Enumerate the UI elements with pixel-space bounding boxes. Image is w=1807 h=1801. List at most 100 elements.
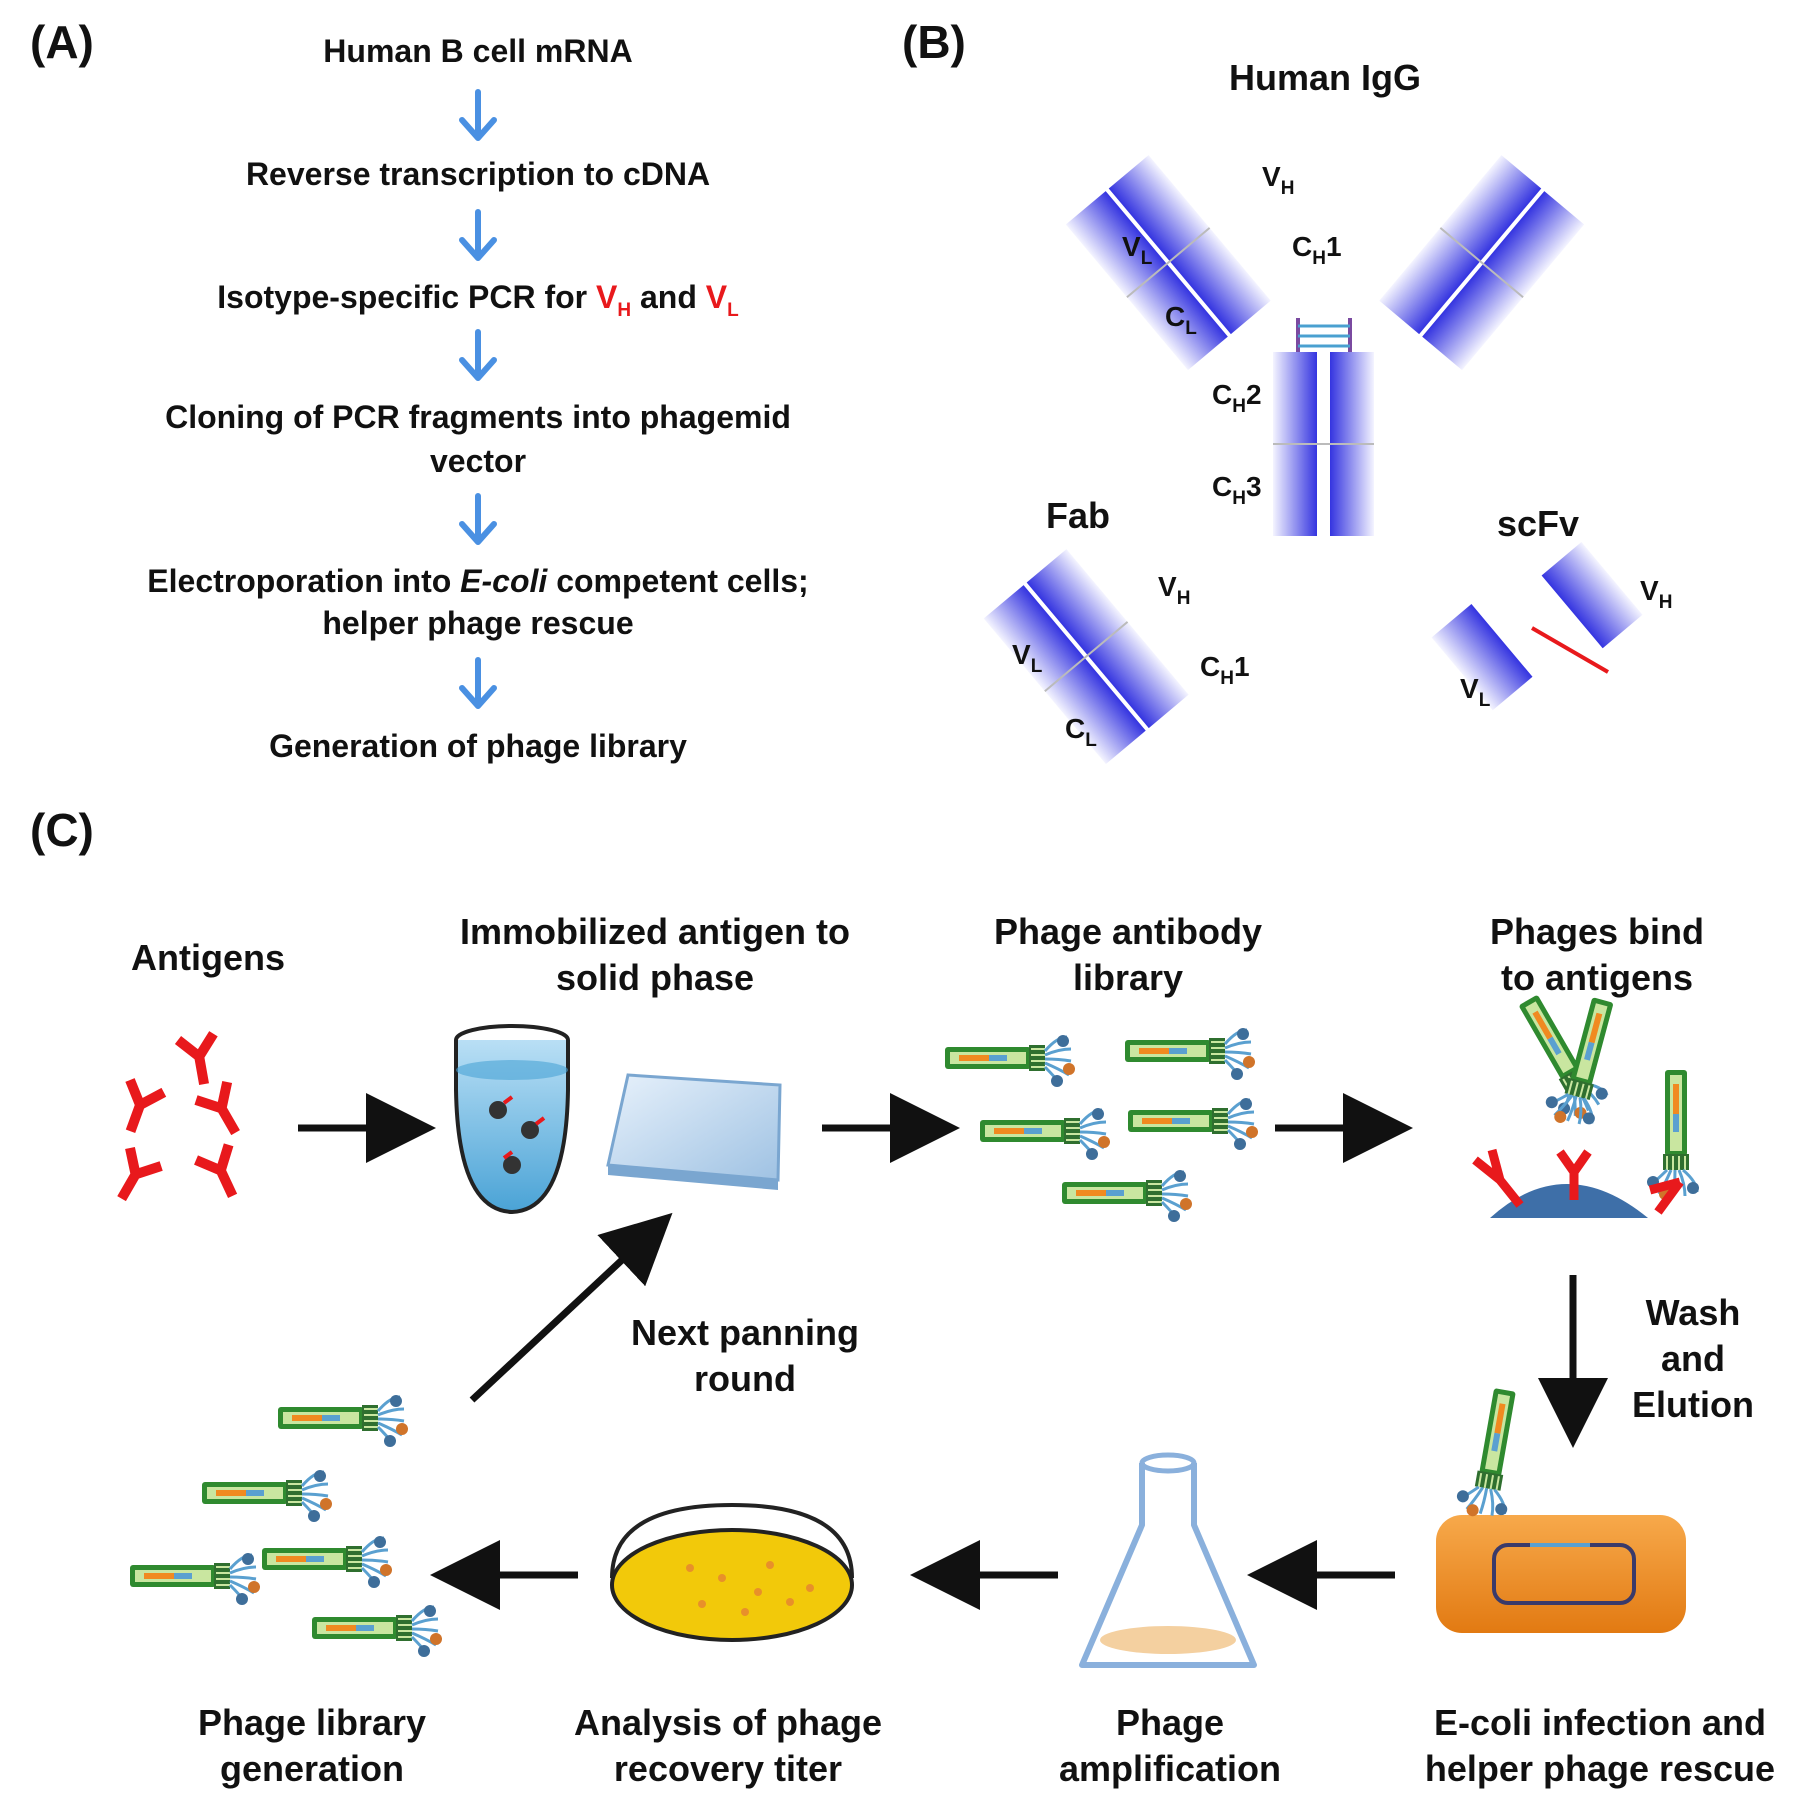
panel-a-label: (A) — [30, 16, 94, 68]
label-immobilized-line2: solid phase — [556, 957, 754, 998]
flow-step-cloning-line1: Cloning of PCR fragments into phagemid — [165, 399, 791, 435]
flow-step-electroporation-line1: Electroporation into E-coli competent ce… — [147, 563, 808, 599]
label-analysis-line2: recovery titer — [614, 1748, 842, 1789]
fab-vl — [983, 585, 1085, 692]
igg-right-cl — [1422, 263, 1524, 371]
flow-arrow-3 — [459, 329, 497, 381]
igg-label-vh: VH — [1262, 161, 1294, 199]
gen-phage-5 — [310, 1603, 444, 1659]
gen-phage-2 — [200, 1468, 334, 1524]
antigens-cluster — [106, 1034, 251, 1208]
flow-step-reverse-transcription: Reverse transcription to cDNA — [246, 156, 710, 192]
igg-ch2-left — [1273, 352, 1317, 444]
antigen-3 — [196, 1082, 251, 1142]
igg-left-vh — [1108, 155, 1210, 262]
label-bind-line2: to antigens — [1501, 957, 1693, 998]
label-library-line1: Phage antibody — [994, 911, 1262, 952]
igg-left-ch1 — [1169, 227, 1271, 335]
label-amplification-line2: amplification — [1059, 1748, 1281, 1789]
fab-molecule: VH VL CH1 CL — [983, 549, 1250, 765]
flow-arrow-1 — [459, 89, 497, 141]
scfv-title: scFv — [1497, 503, 1579, 544]
phage-generation-cluster — [128, 1393, 444, 1659]
label-bind-line1: Phages bind — [1490, 911, 1704, 952]
phage-5 — [1060, 1168, 1194, 1224]
flow-arrow-5 — [459, 657, 497, 709]
label-amplification-line1: Phage — [1116, 1702, 1224, 1743]
igg-label-ch2: CH2 — [1212, 379, 1262, 417]
gen-phage-1 — [276, 1393, 410, 1449]
igg-ch3-left — [1273, 444, 1317, 536]
tube-icon — [454, 1024, 570, 1215]
flow-step-human-b-cell-mrna: Human B cell mRNA — [323, 33, 632, 69]
panel-a-flowchart: Human B cell mRNA Reverse transcription … — [147, 33, 808, 764]
fab-label-cl: CL — [1065, 713, 1097, 751]
phage-4 — [1126, 1096, 1260, 1152]
fab-label-vl: VL — [1012, 639, 1043, 677]
label-analysis-line1: Analysis of phage — [574, 1702, 882, 1743]
igg-title: Human IgG — [1229, 57, 1421, 98]
flow-step-isotype-pcr: Isotype-specific PCR for VH and VL — [217, 279, 739, 321]
microplate-icon — [606, 1073, 782, 1190]
fab-cl — [1044, 657, 1146, 765]
arrow-next-panning — [469, 1212, 673, 1403]
igg-ch2-right — [1330, 352, 1374, 444]
fab-title: Fab — [1046, 495, 1110, 536]
phage-1 — [943, 1033, 1077, 1089]
label-next-panning-line1: Next panning — [631, 1312, 859, 1353]
phage-library-cluster — [943, 1026, 1260, 1224]
label-immobilized-line1: Immobilized antigen to — [460, 911, 850, 952]
panel-c-label: (C) — [30, 804, 94, 856]
igg-molecule: VH VL CH1 CL CH2 CH3 — [1065, 155, 1585, 536]
label-antigens: Antigens — [131, 937, 285, 978]
scfv-label-vh: VH — [1640, 575, 1672, 613]
fab-label-vh: VH — [1158, 571, 1190, 609]
petri-dish-icon — [610, 1502, 854, 1642]
antigen-5 — [196, 1145, 249, 1204]
label-ecoli-line1: E-coli infection and — [1434, 1702, 1766, 1743]
flow-arrow-2 — [459, 209, 497, 261]
label-ecoli-line2: helper phage rescue — [1425, 1748, 1775, 1789]
phage-3 — [978, 1106, 1112, 1162]
scfv-linker — [1530, 626, 1610, 674]
igg-disulfide-bonds — [1298, 324, 1350, 348]
gen-phage-4 — [128, 1551, 262, 1607]
flow-arrow-4 — [459, 493, 497, 545]
flask-icon — [1079, 1452, 1257, 1668]
antigen-1 — [178, 1034, 222, 1088]
antigen-4 — [106, 1148, 161, 1208]
label-wash-line3: Elution — [1632, 1384, 1754, 1425]
scfv-vl — [1431, 604, 1533, 711]
scfv-vh — [1541, 542, 1643, 649]
igg-label-vl: VL — [1122, 231, 1153, 269]
igg-right-vl — [1483, 191, 1585, 298]
top-row-arrows — [298, 1093, 1608, 1448]
igg-left-cl — [1126, 263, 1228, 371]
scfv-label-vl: VL — [1460, 673, 1491, 711]
panel-b-label: (B) — [902, 16, 966, 68]
infecting-phage — [1452, 1383, 1530, 1524]
flow-step-cloning-line2: vector — [430, 443, 526, 479]
flow-step-generation-library: Generation of phage library — [269, 728, 687, 764]
phages-bound-antigen — [1472, 987, 1701, 1218]
igg-label-ch3: CH3 — [1212, 471, 1262, 509]
label-generation-line1: Phage library — [198, 1702, 426, 1743]
label-library-line2: library — [1073, 957, 1183, 998]
igg-ch3-right — [1330, 444, 1374, 536]
ecoli-cell-icon — [1436, 1383, 1686, 1633]
igg-label-ch1: CH1 — [1292, 231, 1342, 269]
label-generation-line2: generation — [220, 1748, 404, 1789]
scfv-molecule: VH VL — [1431, 542, 1672, 711]
fab-vh — [1026, 549, 1128, 656]
label-next-panning-line2: round — [694, 1358, 796, 1399]
fab-label-ch1: CH1 — [1200, 651, 1250, 689]
antigen-2 — [114, 1080, 164, 1137]
antigen-surface — [1490, 1184, 1648, 1218]
flow-step-electroporation-line2: helper phage rescue — [322, 605, 633, 641]
flow-arrows — [459, 89, 497, 709]
igg-right-arm — [1379, 155, 1585, 371]
fab-ch1 — [1087, 621, 1189, 729]
igg-right-ch1 — [1379, 227, 1481, 335]
label-wash-line2: and — [1661, 1338, 1725, 1379]
